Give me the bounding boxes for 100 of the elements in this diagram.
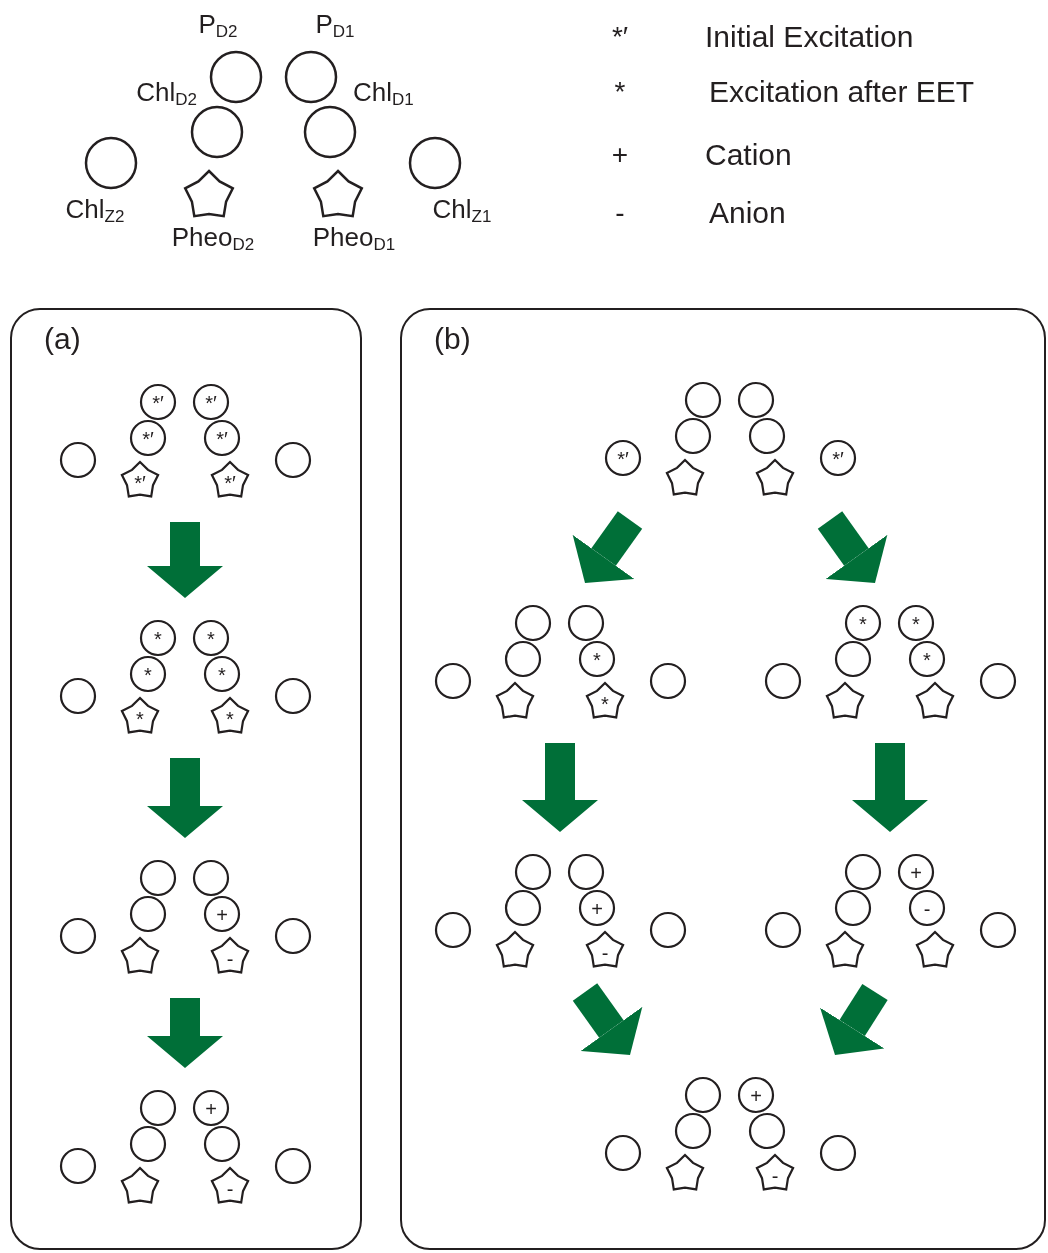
circle-symbol [140,860,176,896]
circle-symbol [515,854,551,890]
circle-symbol [605,440,641,476]
state-symbol: + [216,903,228,925]
circle-symbol [204,420,240,456]
pentagon-symbol [666,459,704,497]
pigment-label: Chl$_{Z2}$ [65,195,125,225]
pentagon-symbol [586,931,624,969]
state-symbol: * [601,692,609,714]
circle-symbol [435,663,471,699]
state-symbol: *′ [216,427,228,449]
legend-symbol: - [615,199,625,227]
circle-symbol [845,854,881,890]
state-symbol: * [226,707,234,729]
legend-text: Excitation after EET [709,77,975,107]
block-arrow [147,522,223,598]
pentagon-symbol [496,682,534,720]
state-symbol: *′ [205,391,217,413]
block-arrow [817,511,888,583]
circle-symbol [738,1077,774,1113]
circle-symbol [579,641,615,677]
state-symbol: *′ [134,471,146,493]
circle-symbol [130,420,166,456]
circle-symbol [193,384,229,420]
circle-symbol [275,1148,311,1184]
block-arrow [572,511,643,583]
legend-symbol: * [614,78,626,106]
panel [400,308,1046,1250]
circle-symbol [140,620,176,656]
circle-symbol [505,641,541,677]
panel [10,308,362,1250]
pentagon-symbol [916,931,954,969]
circle-symbol [193,620,229,656]
circle-symbol [505,890,541,926]
circle-symbol [909,641,945,677]
circle-symbol [909,890,945,926]
state-symbol: * [593,648,601,670]
pentagon-symbol [826,682,864,720]
circle-symbol [685,382,721,418]
circle-symbol [685,1077,721,1113]
state-symbol: - [923,897,931,919]
circle-symbol [275,678,311,714]
state-symbol: - [601,941,609,963]
circle-symbol [515,605,551,641]
pentagon-symbol [211,461,249,499]
circle-symbol [980,663,1016,699]
pigment-label: Pheo$_{D1}$ [312,223,396,253]
state-symbol: - [226,1177,234,1199]
panel-letter: (b) [434,322,471,356]
state-symbol: * [218,663,226,685]
state-symbol: + [910,861,922,883]
circle-symbol [568,605,604,641]
circle-symbol [60,442,96,478]
circle-symbol [193,860,229,896]
state-symbol: + [205,1097,217,1119]
circle-symbol [140,384,176,420]
circle-symbol [835,641,871,677]
state-symbol: *′ [832,447,844,469]
state-symbol: *′ [152,391,164,413]
circle-symbol [675,1113,711,1149]
pentagon-symbol [666,1154,704,1192]
pentagon-symbol [586,682,624,720]
state-symbol: * [144,663,152,685]
circle-symbol [193,1090,229,1126]
state-symbol: *′ [142,427,154,449]
circle-symbol [898,605,934,641]
circle-symbol [765,912,801,948]
legend-text: Initial Excitation [705,22,914,52]
state-symbol: * [912,612,920,634]
circle-symbol [60,678,96,714]
legend-symbol: + [611,141,629,169]
circle-symbol [130,896,166,932]
circle-symbol [435,912,471,948]
circle-symbol [835,890,871,926]
circle-symbol [60,1148,96,1184]
block-arrow [147,758,223,838]
circle-symbol [749,1113,785,1149]
state-symbol: * [859,612,867,634]
legend-symbol: *′ [611,23,629,51]
pentagon-symbol [211,697,249,735]
pentagon-symbol [826,931,864,969]
pigment-label: P$_{D1}$ [315,10,355,40]
block-arrow [572,983,643,1055]
state-symbol: - [771,1164,779,1186]
circle-symbol [820,440,856,476]
circle-symbol [130,1126,166,1162]
legend-text: Anion [709,198,786,228]
legend-text: Cation [705,140,792,170]
circle-symbol [605,1135,641,1171]
circle-symbol [579,890,615,926]
pigment-label: Chl$_{D2}$ [136,78,197,108]
circle-symbol [980,912,1016,948]
block-arrow [147,998,223,1068]
state-symbol: - [226,947,234,969]
state-symbol: + [750,1084,762,1106]
circle-symbol [60,918,96,954]
panel-letter: (a) [44,322,81,356]
pentagon-symbol [496,931,534,969]
circle-symbol [845,605,881,641]
circle-symbol [738,382,774,418]
